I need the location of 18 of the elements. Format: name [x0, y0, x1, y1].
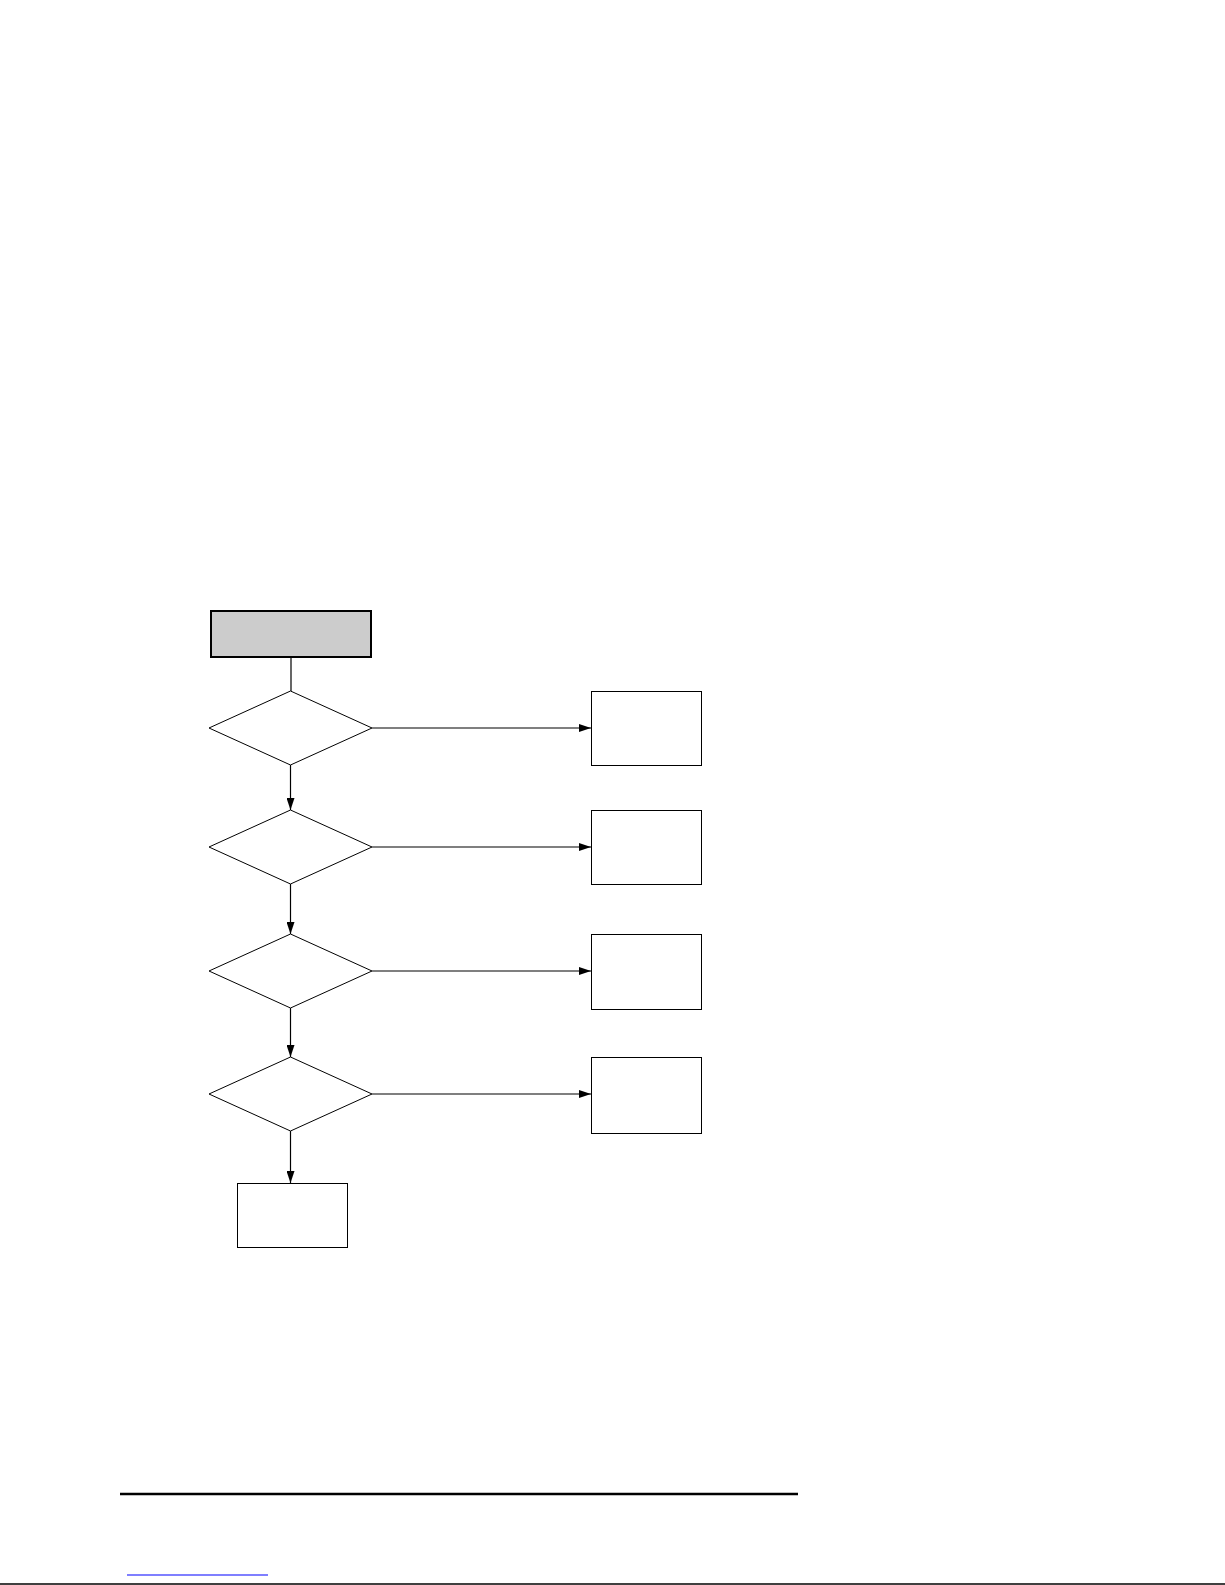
arrow: [371, 1090, 592, 1098]
arrow: [286, 1007, 295, 1058]
decision-diamond: [209, 691, 372, 765]
process-box: [591, 1057, 702, 1134]
process-box: [210, 610, 372, 658]
arrow: [371, 724, 592, 732]
arrow: [371, 967, 592, 975]
arrow: [371, 843, 592, 851]
process-box: [591, 810, 702, 885]
arrow: [286, 1130, 295, 1184]
arrow: [286, 764, 295, 811]
arrow: [286, 883, 295, 935]
process-box: [591, 934, 702, 1010]
decision-diamond: [209, 934, 372, 1008]
process-box: [591, 691, 702, 766]
process-box: [237, 1183, 348, 1248]
decision-diamond: [209, 1057, 372, 1131]
decision-diamond: [209, 810, 372, 884]
